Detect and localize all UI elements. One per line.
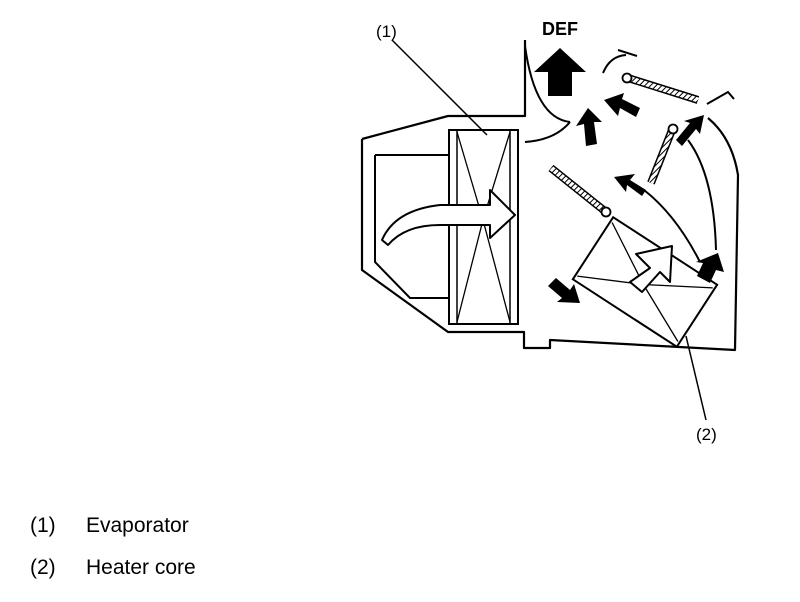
legend-item-evaporator: (1) Evaporator — [30, 505, 196, 547]
airflow-arrow-icon-1 — [576, 108, 602, 146]
vent-bracket-left — [602, 54, 627, 74]
vent-bracket-right — [706, 90, 735, 105]
inlet-duct-wall — [374, 154, 448, 299]
evaporator-callout: (1) — [376, 22, 397, 41]
damper-door-icon-right — [647, 123, 679, 185]
airflow-arrows — [534, 48, 724, 303]
def-label: DEF — [542, 19, 578, 39]
inner-duct-curve — [643, 189, 701, 263]
damper-door-icon — [548, 164, 612, 218]
legend-text: Heater core — [86, 556, 196, 579]
legend-number: (2) — [30, 556, 56, 579]
heater-core-callout: (2) — [696, 425, 717, 444]
airflow-arrow-icon-6 — [548, 278, 580, 303]
evaporator-icon — [448, 129, 519, 325]
heater-core-leader-line — [685, 335, 707, 421]
right-duct-wall — [687, 139, 717, 251]
unit-housing — [360, 40, 740, 352]
def-outlet-wall — [524, 45, 571, 143]
airflow-arrow-icon-2 — [604, 93, 640, 117]
evaporator-leader-line — [391, 39, 488, 136]
airflow-arrow-icon-4 — [676, 115, 704, 146]
legend: (1) Evaporator (2) Heater core — [30, 505, 196, 589]
legend-text: Evaporator — [86, 514, 189, 537]
airflow-arrow-icon-5 — [696, 253, 724, 283]
legend-number: (1) — [30, 514, 56, 537]
legend-item-heater-core: (2) Heater core — [30, 547, 196, 589]
airflow-arrow-icon — [381, 189, 516, 246]
airflow-arrow-icon-3 — [614, 174, 646, 196]
def-airflow-arrow-icon — [534, 48, 586, 96]
damper-door-icon-upper — [621, 72, 700, 104]
heater-airflow-arrow-icon — [629, 245, 673, 293]
vent-line-top — [617, 49, 638, 57]
